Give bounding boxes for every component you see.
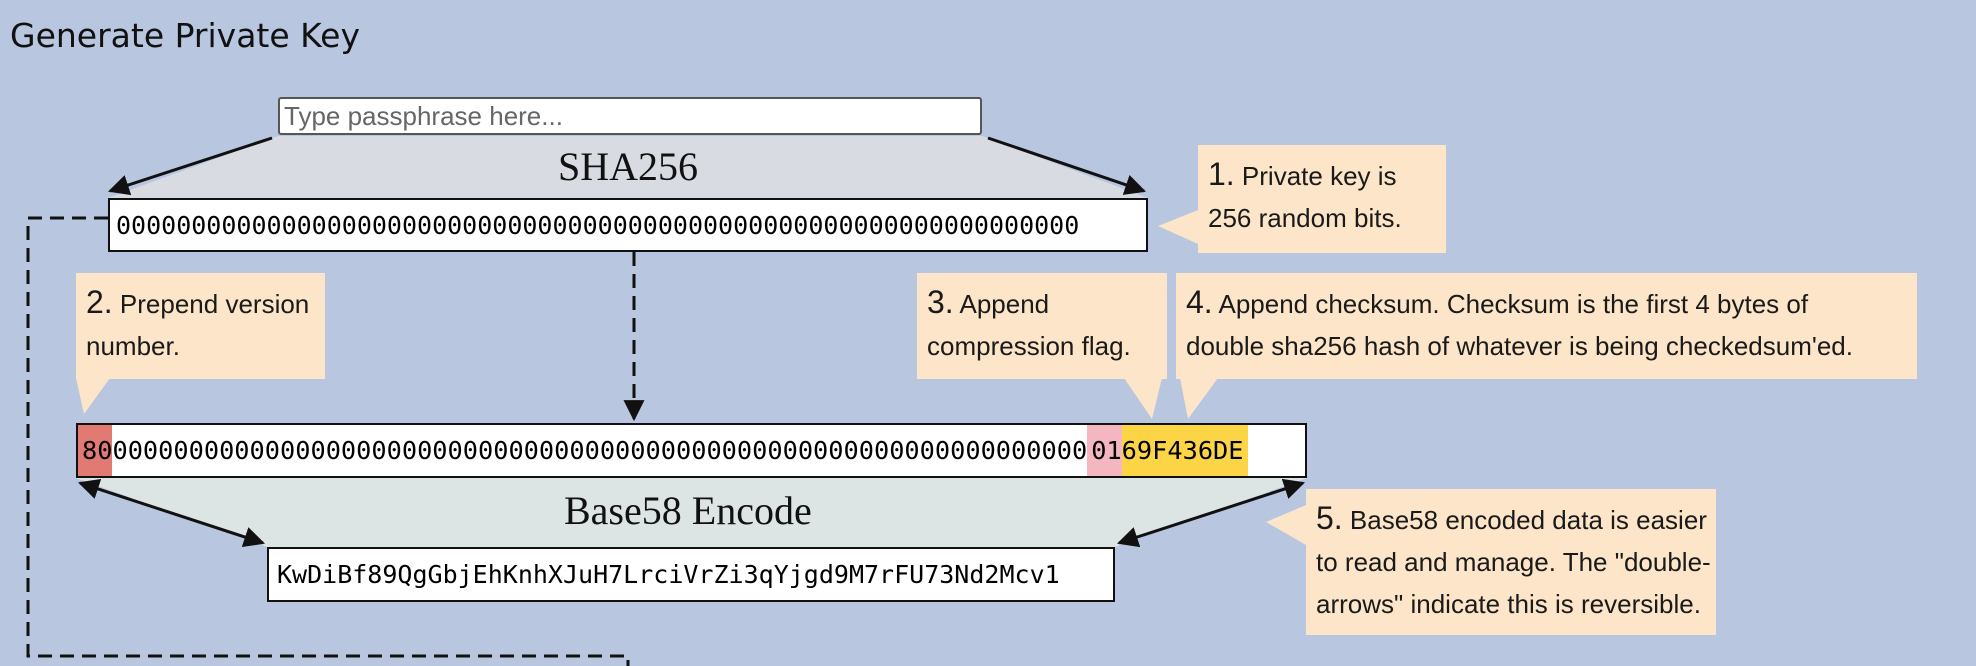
note-1-line-1: Private key is xyxy=(1241,161,1397,191)
compression-flag: 01 xyxy=(1087,425,1122,476)
note-2-line-1: Prepend version xyxy=(119,289,310,319)
note-4-tail xyxy=(1180,378,1218,419)
note-3-tail xyxy=(1124,378,1162,419)
private-key-field: 0000000000000000000000000000000000000000… xyxy=(108,198,1148,252)
key-bytes: 0000000000000000000000000000000000000000… xyxy=(112,436,1088,465)
note-3-number: 3. xyxy=(927,284,954,320)
checksum-bytes: 69F436DE xyxy=(1121,425,1248,476)
note-3-line-2: compression flag. xyxy=(927,331,1131,361)
base58-value: KwDiBf89QgGbjEhKnhXJuH7LrciVrZi3qYjgd9M7… xyxy=(277,560,1060,589)
base58-double-arrow-left xyxy=(78,478,265,548)
passphrase-input[interactable] xyxy=(278,97,982,135)
note-2-tail xyxy=(76,378,110,414)
base58-encode-label: Base58 Encode xyxy=(564,488,812,533)
sha256-funnel xyxy=(108,136,1148,198)
note-5-line-1: Base58 encoded data is easier xyxy=(1349,505,1707,535)
note-5-line-3: arrows" indicate this is reversible. xyxy=(1316,589,1701,619)
note-5: 5. Base58 encoded data is easier to read… xyxy=(1306,489,1716,635)
note-2-number: 2. xyxy=(86,284,113,320)
note-5-line-2: to read and manage. The "double- xyxy=(1316,547,1711,577)
sha256-arrow-right xyxy=(987,136,1146,195)
note-1-line-2: 256 random bits. xyxy=(1208,203,1402,233)
sha256-arrow-left xyxy=(108,136,273,196)
version-byte: 80 xyxy=(78,425,113,476)
note-2: 2. Prepend version number. xyxy=(76,273,325,379)
note-5-tail xyxy=(1266,505,1306,545)
base58-funnel xyxy=(76,478,1307,547)
note-4-line-2: double sha256 hash of whatever is being … xyxy=(1186,331,1853,361)
page-title: Generate Private Key xyxy=(10,16,360,55)
note-1-tail xyxy=(1158,210,1198,244)
note-4-line-1: Append checksum. Checksum is the first 4… xyxy=(1218,289,1809,319)
note-3: 3. Append compression flag. xyxy=(917,273,1167,379)
sha256-label: SHA256 xyxy=(558,144,699,189)
note-5-number: 5. xyxy=(1316,500,1343,536)
note-3-line-1: Append xyxy=(959,289,1050,319)
private-key-value: 0000000000000000000000000000000000000000… xyxy=(116,210,1080,240)
note-4-number: 4. xyxy=(1186,284,1213,320)
base58-result-field: KwDiBf89QgGbjEhKnhXJuH7LrciVrZi3qYjgd9M7… xyxy=(267,547,1115,602)
note-1: 1. Private key is 256 random bits. xyxy=(1198,145,1446,253)
base58-double-arrow-right xyxy=(1117,478,1305,548)
note-1-number: 1. xyxy=(1208,156,1235,192)
note-2-line-2: number. xyxy=(86,331,180,361)
left-dashed-loop xyxy=(26,216,630,666)
note-4: 4. Append checksum. Checksum is the firs… xyxy=(1176,273,1917,379)
